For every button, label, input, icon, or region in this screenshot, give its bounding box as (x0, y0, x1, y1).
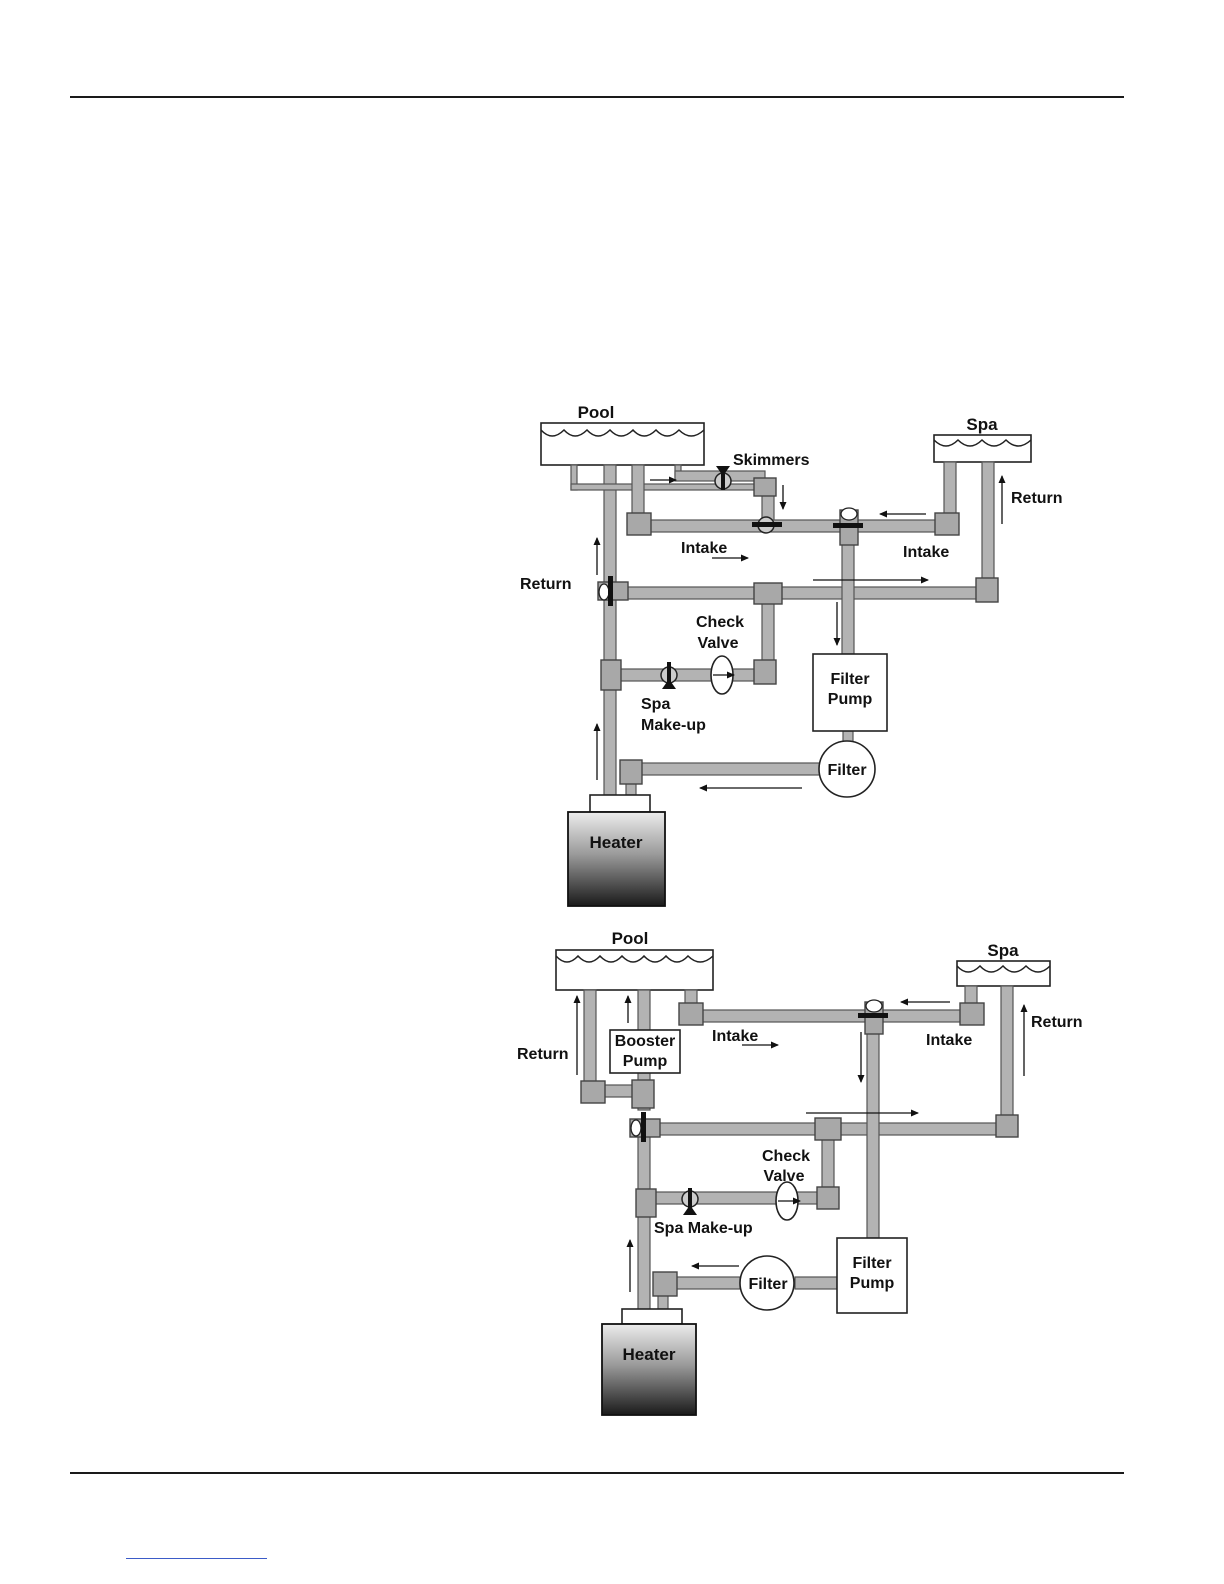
check-valve-2 (776, 1182, 800, 1220)
intake-label-right-1: Intake (903, 544, 949, 561)
spa-makeup-label-1b: Make-up (641, 717, 706, 734)
spa-label-2: Spa (987, 941, 1019, 960)
spa-makeup-label-1a: Spa (641, 696, 670, 713)
pipes-1 (571, 462, 994, 795)
filter-label-1: Filter (827, 762, 866, 779)
filter-pump-label-1a: Filter (830, 671, 869, 688)
check-valve-1 (711, 656, 734, 694)
pool-label-2: Pool (612, 929, 649, 948)
intake-label-left-1: Intake (681, 540, 727, 557)
check-valve-label-2a: Check (762, 1148, 810, 1165)
return-label-right-2: Return (1031, 1014, 1083, 1031)
check-valve-label-1a: Check (696, 614, 744, 631)
return-label-left-2: Return (517, 1046, 569, 1063)
filter-label-2: Filter (748, 1276, 787, 1293)
filter-pump-label-1b: Pump (828, 691, 873, 708)
heater-label-2: Heater (623, 1345, 676, 1364)
spa-makeup-valve-1 (661, 662, 677, 689)
heater-body-1 (568, 812, 665, 906)
pool-label-1: Pool (578, 403, 615, 422)
return-label-left-1: Return (520, 576, 572, 593)
booster-pump-label-2a: Booster (615, 1033, 675, 1050)
intake-label-right-2: Intake (926, 1032, 972, 1049)
pool-tank-2 (556, 950, 713, 990)
intake-label-left-2: Intake (712, 1028, 758, 1045)
spa-label-1: Spa (966, 415, 998, 434)
return-label-right-1: Return (1011, 490, 1063, 507)
diagram-1: Pool Spa (520, 403, 1063, 906)
check-valve-label-2b: Valve (764, 1168, 805, 1185)
check-valve-label-1b: Valve (698, 635, 739, 652)
diagram-2: Pool Spa (517, 929, 1083, 1415)
filter-pump-label-2b: Pump (850, 1275, 895, 1292)
spa-tank-2 (957, 961, 1050, 986)
skimmers-label-1: Skimmers (733, 452, 810, 469)
heater-top-2 (622, 1309, 682, 1324)
pool-tank-1 (541, 423, 704, 465)
heater-label-1: Heater (590, 833, 643, 852)
spa-tank-1 (934, 435, 1031, 462)
heater-top-1 (590, 795, 650, 812)
filter-pump-label-2a: Filter (852, 1255, 891, 1272)
booster-pump-label-2b: Pump (623, 1053, 668, 1070)
heater-body-2 (602, 1324, 696, 1415)
skimmer-valve-1 (715, 466, 731, 490)
spa-makeup-label-2: Spa Make-up (654, 1220, 753, 1237)
